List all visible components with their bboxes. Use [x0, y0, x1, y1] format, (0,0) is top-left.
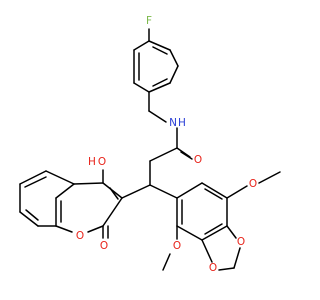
- amide-hydrogen-label: H: [178, 117, 186, 129]
- bond: [19, 170, 47, 185]
- bond: [162, 253, 171, 271]
- ring-oxygen-label: O: [76, 230, 84, 242]
- bond: [73, 182, 104, 185]
- bond: [19, 211, 39, 227]
- methoxy-oxygen-bottom-label: O: [173, 240, 181, 252]
- bond: [226, 225, 237, 239]
- bond: [87, 225, 104, 233]
- fluorine-atom-label: F: [146, 15, 152, 27]
- bond: [152, 78, 168, 87]
- bond: [149, 147, 178, 162]
- carbonyl-oxygen-label: O: [100, 240, 108, 252]
- bond: [55, 183, 75, 199]
- bond: [148, 82, 171, 93]
- bond: [149, 184, 178, 199]
- bond: [169, 65, 179, 84]
- bond: [24, 176, 47, 188]
- dioxole-oxygen-upper-label: O: [237, 236, 245, 248]
- bond: [204, 188, 223, 200]
- bond: [133, 40, 150, 51]
- methoxy-oxygen-top-label: O: [249, 178, 257, 190]
- bond: [25, 209, 39, 221]
- bond: [204, 223, 223, 235]
- bond: [201, 182, 228, 199]
- hydroxyl-hydrogen-label: H: [88, 156, 96, 168]
- bond: [201, 239, 213, 263]
- bond: [133, 82, 150, 93]
- bond: [176, 225, 203, 241]
- bond-lines: [19, 28, 281, 271]
- bond: [176, 182, 203, 199]
- bond: [218, 267, 235, 271]
- dioxole-oxygen-lower-label: O: [209, 262, 217, 274]
- bond: [152, 46, 168, 55]
- bond: [102, 197, 123, 227]
- bond: [233, 247, 241, 269]
- amide-oxygen-label: O: [194, 154, 202, 166]
- bond: [45, 170, 75, 185]
- bond: [169, 49, 179, 67]
- bond: [258, 171, 281, 184]
- bond: [180, 151, 193, 160]
- molecule-structure-diagram: F N H O O H O O O O O O: [19, 15, 281, 274]
- atom-labels: F N H O O H O O O O O O: [76, 15, 257, 274]
- bond: [201, 225, 228, 241]
- bond: [121, 184, 151, 199]
- bond: [55, 225, 73, 233]
- bond: [109, 187, 119, 200]
- hydroxyl-oxygen-label: O: [98, 156, 106, 168]
- bond: [148, 110, 167, 123]
- bond: [148, 40, 171, 51]
- amide-nitrogen-label: N: [169, 117, 177, 129]
- bond: [226, 185, 248, 199]
